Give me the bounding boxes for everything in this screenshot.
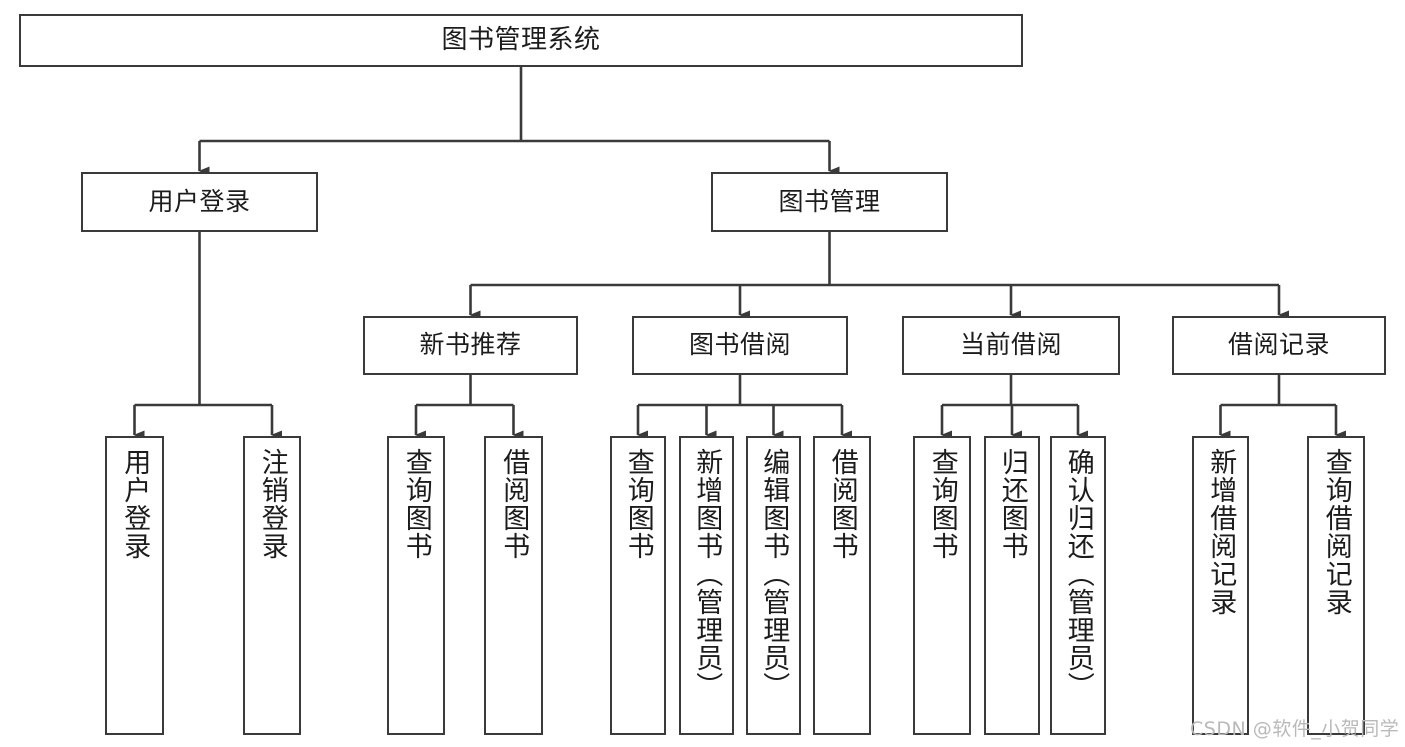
- node-l1[interactable]: 用户登录: [105, 436, 164, 735]
- node-label: 注销登录: [256, 448, 288, 560]
- node-label: 借阅图书: [498, 448, 530, 560]
- node-l11[interactable]: 确认归还（管理员）: [1050, 436, 1106, 735]
- node-label: 当前借阅: [959, 330, 1062, 360]
- node-newbook[interactable]: 新书推荐: [363, 316, 578, 375]
- node-label: 图书借阅: [688, 330, 791, 360]
- node-label: 新增借阅记录: [1205, 448, 1237, 616]
- node-records[interactable]: 借阅记录: [1172, 316, 1386, 375]
- node-label: 新增图书（管理员）: [691, 448, 723, 700]
- node-l2[interactable]: 注销登录: [243, 436, 301, 735]
- node-l9[interactable]: 查询图书: [913, 436, 971, 735]
- node-borrow[interactable]: 图书借阅: [632, 316, 848, 375]
- node-label: 编辑图书（管理员）: [758, 448, 790, 700]
- node-l7[interactable]: 编辑图书（管理员）: [746, 436, 801, 735]
- node-l5[interactable]: 查询图书: [610, 436, 666, 735]
- node-l6[interactable]: 新增图书（管理员）: [679, 436, 734, 735]
- node-l8[interactable]: 借阅图书: [813, 436, 871, 735]
- csdn-watermark: CSDN @软件_小贺同学: [1190, 718, 1400, 740]
- node-l4[interactable]: 借阅图书: [484, 436, 543, 735]
- node-label: 新书推荐: [419, 330, 522, 360]
- node-label: 查询图书: [400, 448, 432, 560]
- node-l10[interactable]: 归还图书: [984, 436, 1040, 735]
- node-label: 借阅图书: [826, 448, 858, 560]
- node-label: 查询图书: [622, 448, 654, 560]
- node-root[interactable]: 图书管理系统: [19, 14, 1023, 67]
- node-label: 用户登录: [148, 186, 251, 216]
- node-label: 借阅记录: [1227, 330, 1330, 360]
- node-l3[interactable]: 查询图书: [387, 436, 445, 735]
- node-label: 查询借阅记录: [1320, 448, 1352, 616]
- node-current[interactable]: 当前借阅: [902, 316, 1120, 375]
- node-label: 图书管理: [778, 186, 881, 216]
- node-login[interactable]: 用户登录: [81, 172, 318, 232]
- node-l12[interactable]: 新增借阅记录: [1192, 436, 1249, 735]
- node-label: 用户登录: [119, 448, 151, 560]
- node-bookmgmt[interactable]: 图书管理: [711, 172, 948, 232]
- node-label: 归还图书: [996, 448, 1028, 560]
- node-label: 图书管理系统: [441, 24, 601, 55]
- node-label: 查询图书: [926, 448, 958, 560]
- node-label: 确认归还（管理员）: [1062, 448, 1094, 700]
- node-l13[interactable]: 查询借阅记录: [1307, 436, 1365, 735]
